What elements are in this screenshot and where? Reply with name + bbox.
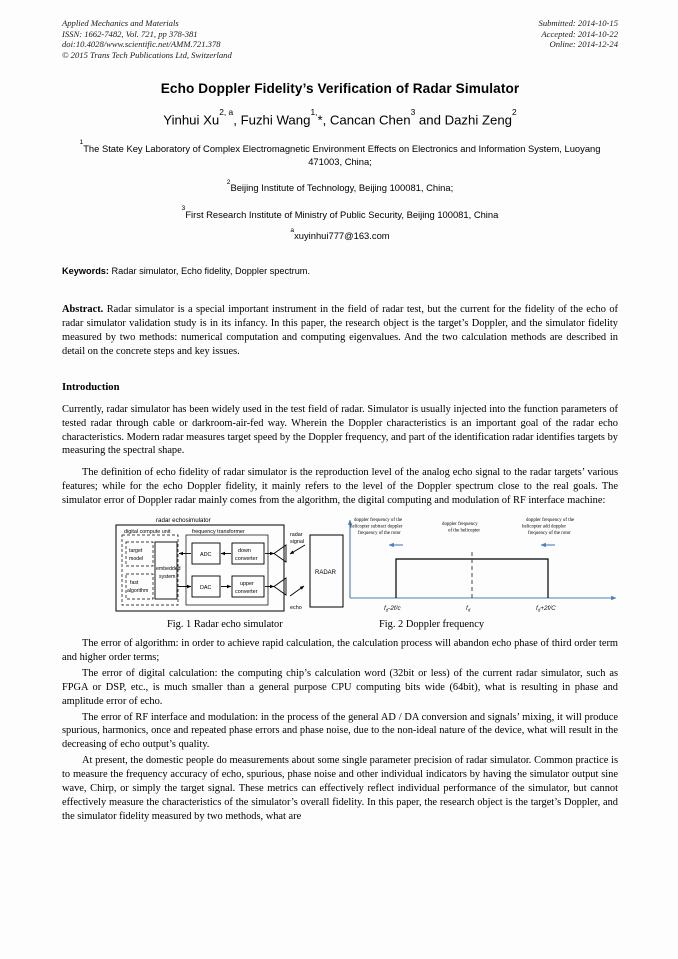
- affiliation-2-marker: 2: [226, 179, 231, 186]
- affiliation-1-marker: 1: [79, 139, 84, 147]
- figure2-tick-right: fd+2f/C: [536, 605, 556, 612]
- figure2-annotation-right-line3: frequency of the rotor: [528, 531, 571, 536]
- figure2-annotation-right-line2: helicopter add doppler: [522, 525, 566, 530]
- figure-1-caption: Fig. 1 Radar echo simulator: [167, 619, 283, 631]
- figure1-block-target-model: target: [129, 548, 143, 554]
- figure-captions-row: Fig. 1 Radar echo simulator Fig. 2 Doppl…: [62, 619, 618, 635]
- email-text: xuyinhui777@163.com: [294, 230, 390, 242]
- figure1-block-upper-converter-line2: converter: [235, 589, 258, 595]
- author-1-name: Yinhui Xu: [163, 112, 220, 128]
- abstract-block: Abstract. Radar simulator is a special i…: [62, 303, 618, 359]
- figure1-block-down-converter: down: [238, 548, 251, 554]
- paragraph-error-algorithm: The error of algorithm: in order to achi…: [62, 638, 618, 663]
- abstract-label: Abstract.: [62, 304, 104, 316]
- figure2-annotation-left: doppler frequency of the: [354, 518, 402, 523]
- email-marker: a: [290, 226, 295, 234]
- figure1-block-fast-algorithm: fast: [130, 580, 139, 586]
- author-2-name: Fuzhi Wang: [240, 112, 311, 128]
- affiliation-1-text: The State Key Laboratory of Complex Elec…: [83, 142, 601, 168]
- author-2-affil-marker: 1,: [310, 106, 318, 117]
- figure2-annotation-right: doppler frequency of the: [526, 518, 574, 523]
- figure1-group-right-label: frequency transformer: [192, 529, 245, 535]
- figure-1-diagram: radar echosimulator digital compute unit…: [115, 517, 344, 612]
- journal-doi-line: doi:10.4028/www.scientific.net/AMM.721.3…: [62, 39, 221, 50]
- figure1-label-radar-signal: radar: [290, 532, 303, 538]
- figure-2: doppler frequency of the helicopter subt…: [330, 512, 620, 616]
- author-2-corresponding-marker: *: [317, 112, 323, 128]
- figure1-label-echo: echo: [290, 605, 302, 611]
- figure1-group-left-label: digital compute unit: [124, 529, 171, 535]
- paper-title: Echo Doppler Fidelity’s Verification of …: [160, 81, 520, 97]
- figures-row: radar echosimulator digital compute unit…: [62, 514, 618, 618]
- journal-header-left: Applied Mechanics and Materials ISSN: 16…: [62, 18, 232, 60]
- author-3-name: Cancan Chen: [329, 112, 411, 128]
- figure2-annotation-center: doppler frequency: [442, 522, 478, 527]
- accepted-date: Accepted: 2014-10-22: [541, 28, 618, 39]
- author-4-affil-marker: 2: [512, 106, 517, 117]
- keywords-line: Keywords: Radar simulator, Echo fidelity…: [62, 266, 618, 276]
- figure2-tick-center: fd: [466, 605, 471, 612]
- journal-issn-line: ISSN: 1662-7482, Vol. 721, pp 378-381: [62, 28, 198, 39]
- figure1-block-adc: ADC: [200, 552, 211, 558]
- corresponding-email: axuyinhui777@163.com: [62, 226, 618, 242]
- paragraph-error-rf-interface: The error of RF interface and modulation…: [62, 711, 618, 751]
- figure1-block-target-model-line2: model: [129, 556, 143, 562]
- figure1-outer-label: radar echosimulator: [156, 517, 211, 524]
- figure-2-chart: doppler frequency of the helicopter subt…: [347, 518, 617, 612]
- author-4-name: Dazhi Zeng: [444, 112, 513, 128]
- affiliation-1: 1The State Key Laboratory of Complex Ele…: [62, 139, 618, 169]
- affiliation-3: 3First Research Institute of Ministry of…: [62, 205, 618, 221]
- figure2-annotation-left-line2: helicopter subtract doppler: [350, 525, 403, 530]
- affiliation-3-marker: 3: [181, 205, 186, 213]
- author-list: Yinhui Xu2, a, Fuzhi Wang1,*, Cancan Che…: [62, 107, 618, 128]
- figure1-block-down-converter-line2: converter: [235, 556, 258, 562]
- keywords-label: Keywords:: [62, 266, 109, 277]
- figure1-block-embedded-system: embedded: [156, 566, 181, 572]
- author-sep-2: ,: [322, 112, 330, 128]
- figure1-block-embedded-system-line2: system: [159, 574, 175, 580]
- affiliation-2: 2Beijing Institute of Technology, Beijin…: [62, 179, 618, 194]
- figure1-block-radar: RADAR: [315, 570, 337, 576]
- author-sep-3: and: [415, 112, 445, 128]
- online-date: Online: 2014-12-24: [549, 39, 619, 50]
- figure2-tick-left: fd-2f/c: [384, 605, 401, 612]
- author-sep-1: ,: [233, 112, 241, 128]
- submitted-date: Submitted: 2014-10-15: [538, 18, 618, 28]
- figure1-block-upper-converter: upper: [240, 581, 254, 587]
- figure1-block-fast-algorithm-line2: algorithm: [127, 588, 148, 594]
- keywords-value: Radar simulator, Echo fidelity, Doppler …: [111, 266, 311, 277]
- paragraph-current-practice: At present, the domestic people do measu…: [62, 755, 618, 822]
- abstract-text: Radar simulator is a special important i…: [62, 304, 618, 357]
- journal-header-right: Submitted: 2014-10-15 Accepted: 2014-10-…: [539, 18, 618, 50]
- figure2-annotation-left-line3: frequency of the rotor: [358, 531, 401, 536]
- figure1-label-radar-signal-line2: signal: [290, 539, 304, 545]
- intro-paragraph-2: The definition of echo fidelity of radar…: [62, 467, 618, 507]
- journal-header: Applied Mechanics and Materials ISSN: 16…: [62, 18, 618, 60]
- figure1-block-dac: DAC: [200, 585, 211, 591]
- affiliation-2-text: Beijing Institute of Technology, Beijing…: [230, 182, 454, 194]
- intro-paragraph-1: Currently, radar simulator has been wide…: [62, 403, 618, 457]
- affiliation-3-text: First Research Institute of Ministry of …: [185, 208, 499, 220]
- author-3-affil-marker: 3: [410, 106, 416, 117]
- figure2-annotation-center-line2: of the helicopter: [448, 529, 480, 534]
- author-1-affil-marker: 2, a: [219, 106, 234, 117]
- page-content: Applied Mechanics and Materials ISSN: 16…: [62, 18, 618, 824]
- journal-copyright-line: © 2015 Trans Tech Publications Ltd, Swit…: [62, 49, 232, 60]
- paragraph-error-digital-calculation: The error of digital calculation: the co…: [62, 667, 618, 707]
- figure-1: radar echosimulator digital compute unit…: [114, 514, 346, 616]
- journal-name: Applied Mechanics and Materials: [62, 18, 179, 28]
- figure-2-caption: Fig. 2 Doppler frequency: [379, 619, 485, 631]
- section-heading-introduction: Introduction: [62, 381, 120, 393]
